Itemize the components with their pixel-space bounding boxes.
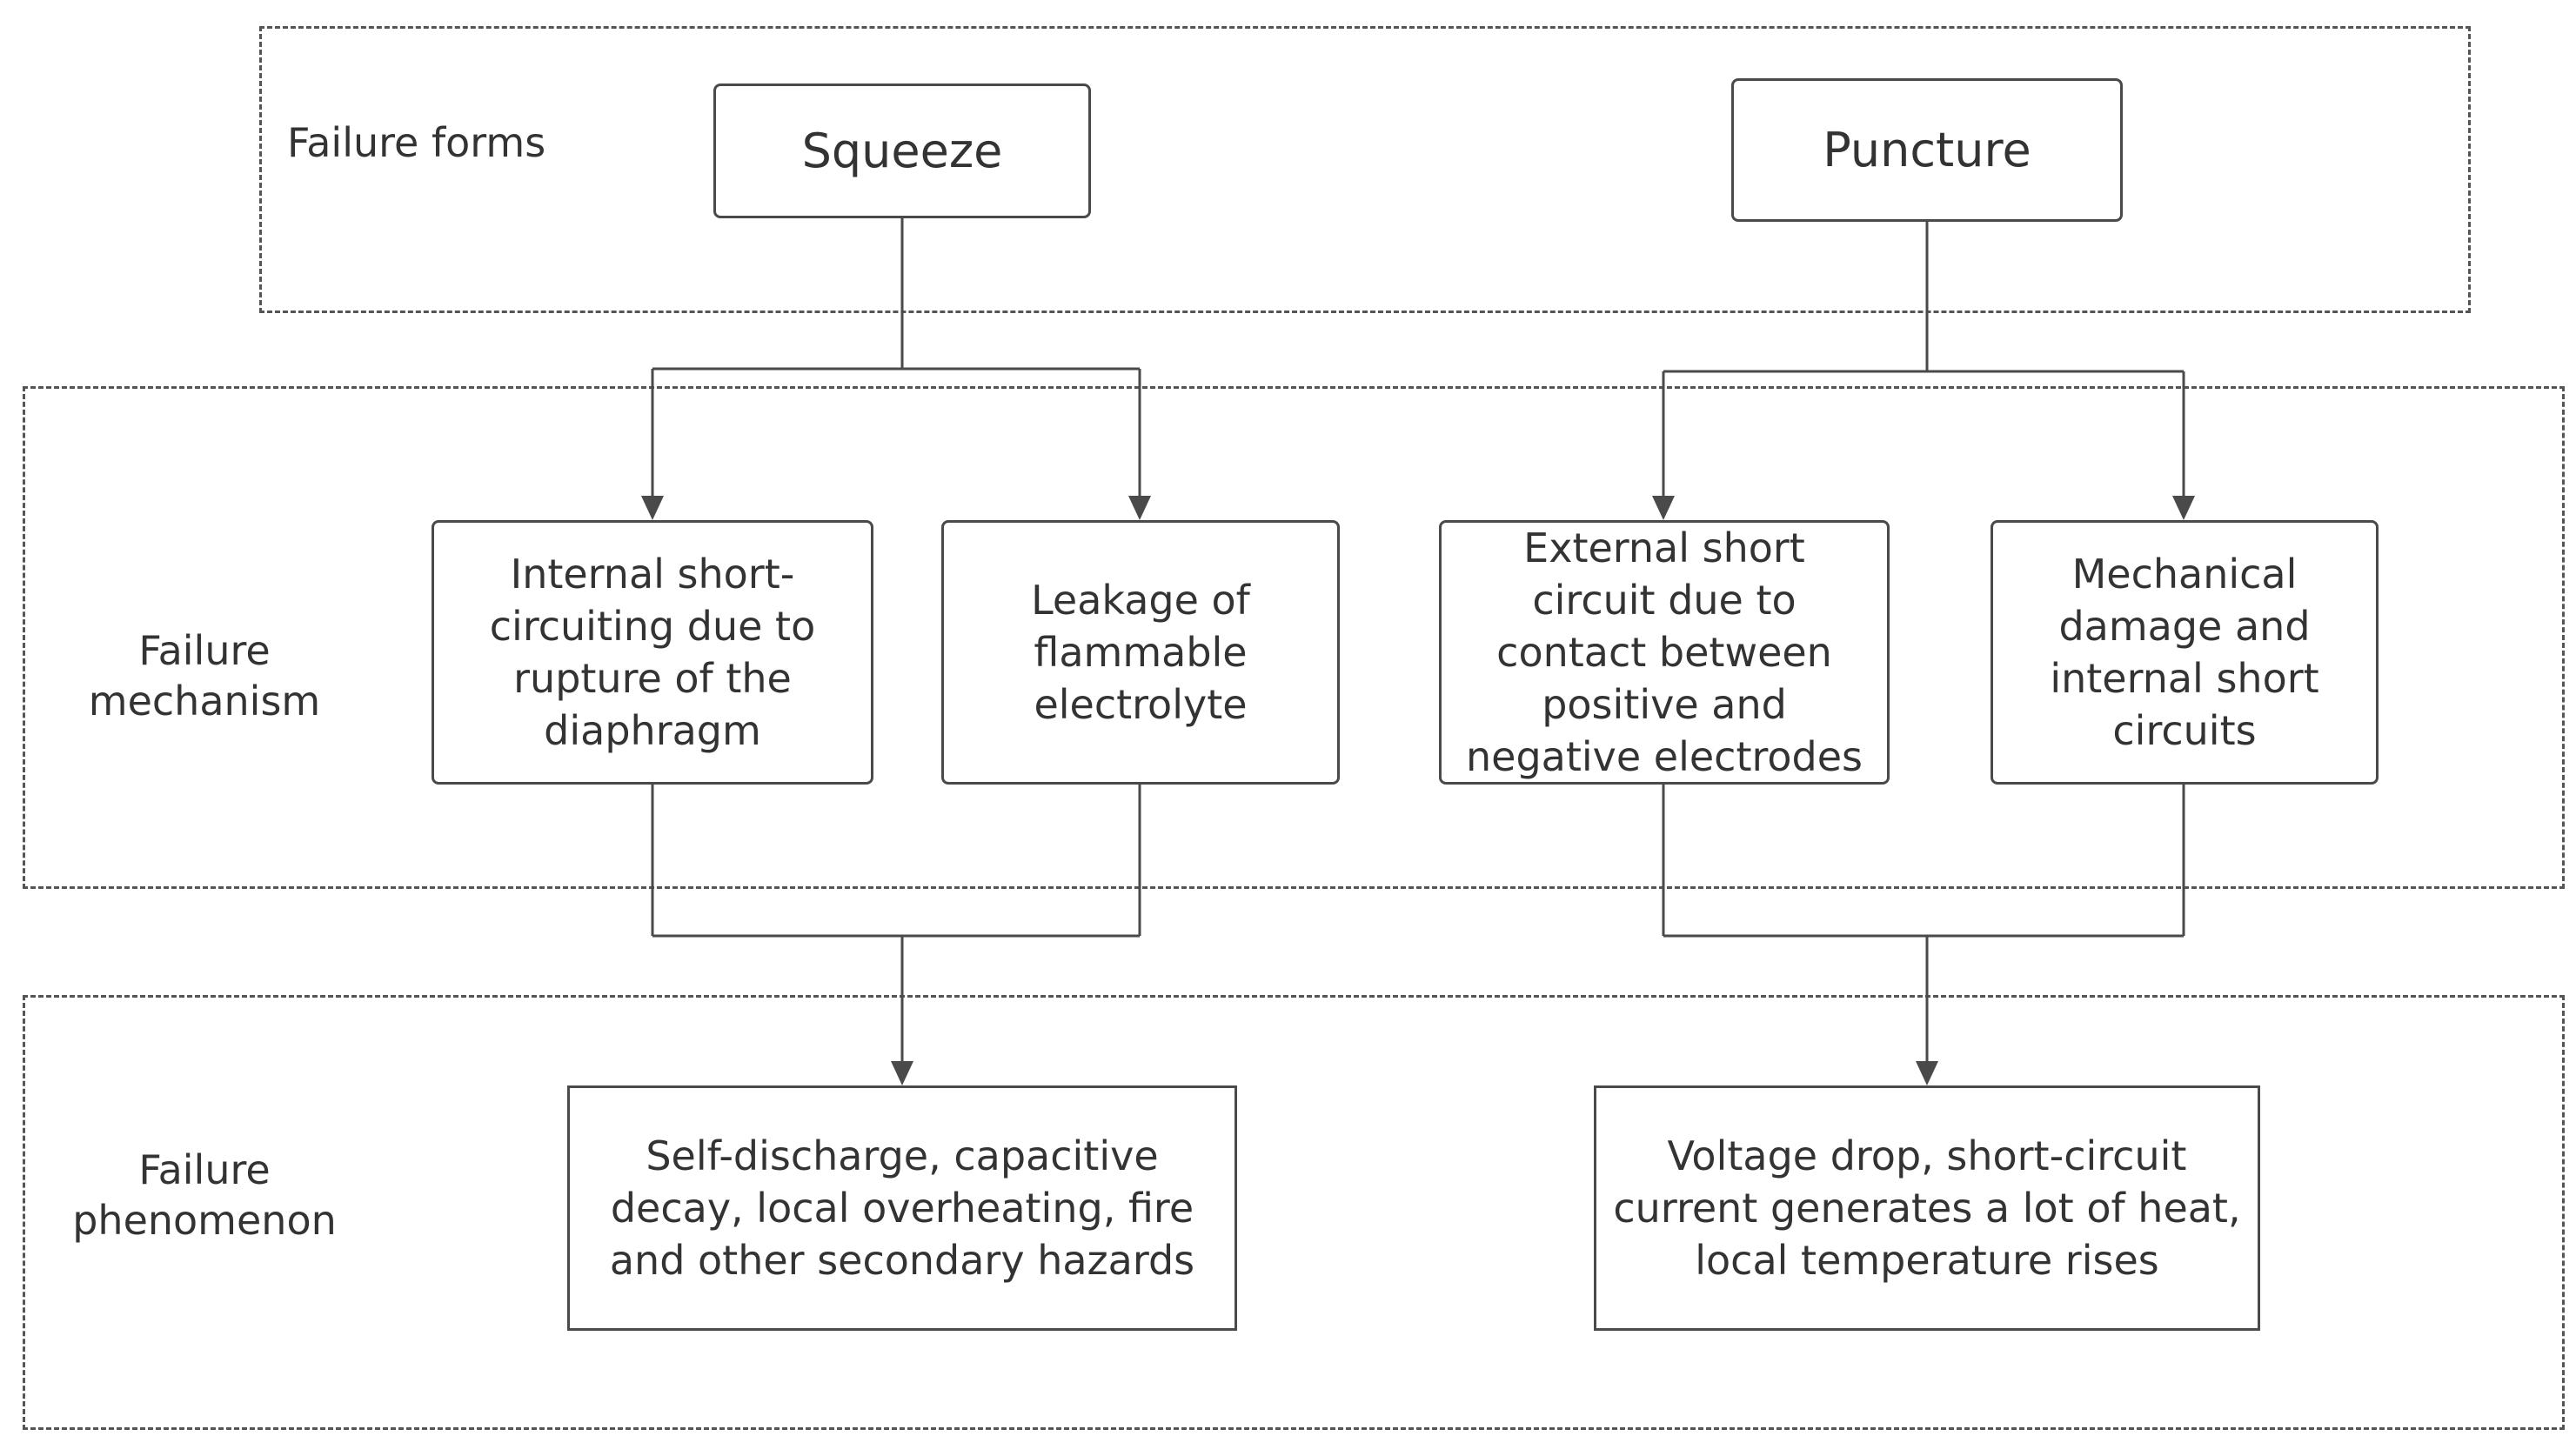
puncture-phenomenon-node: Voltage drop, short-circuit current gene…: [1594, 1085, 2260, 1331]
puncture-node: Puncture: [1731, 78, 2123, 222]
failure-mechanism-band: [23, 386, 2565, 889]
mechanical-damage-node: Mechanical damage and internal short cir…: [1991, 520, 2379, 785]
squeeze-phenomenon-node: Self-discharge, capacitive decay, local …: [567, 1085, 1237, 1331]
arrowhead-mechanical: [2172, 496, 2195, 520]
puncture-node-label: Puncture: [1823, 122, 2031, 177]
failure-forms-band: [259, 26, 2471, 313]
squeeze-node-label: Squeeze: [801, 123, 1003, 178]
failure-phenomenon-label: Failure phenomenon: [72, 1146, 337, 1244]
puncture-phenomenon-label: Voltage drop, short-circuit current gene…: [1613, 1132, 2241, 1284]
arrowhead-internal-short: [641, 496, 664, 520]
mechanical-damage-label: Mechanical damage and internal short cir…: [2050, 551, 2319, 754]
electrolyte-leakage-node: Leakage of flammable electrolyte: [941, 520, 1340, 785]
arrowhead-squeeze-phenomenon: [891, 1061, 913, 1085]
internal-short-circuit-node: Internal short- circuiting due to ruptur…: [432, 520, 873, 785]
arrowhead-external-short: [1652, 496, 1675, 520]
squeeze-phenomenon-label: Self-discharge, capacitive decay, local …: [609, 1132, 1195, 1284]
squeeze-node: Squeeze: [713, 83, 1091, 218]
arrowhead-leakage: [1128, 496, 1151, 520]
electrolyte-leakage-label: Leakage of flammable electrolyte: [1031, 577, 1250, 728]
internal-short-circuit-label: Internal short- circuiting due to ruptur…: [489, 551, 816, 754]
arrowhead-puncture-phenomenon: [1916, 1061, 1938, 1085]
external-short-circuit-node: External short circuit due to contact be…: [1439, 520, 1890, 785]
failure-phenomenon-band: [23, 995, 2565, 1430]
failure-mechanism-label: Failure mechanism: [88, 627, 321, 725]
external-short-circuit-label: External short circuit due to contact be…: [1465, 524, 1863, 780]
failure-forms-label: Failure forms: [287, 119, 546, 166]
